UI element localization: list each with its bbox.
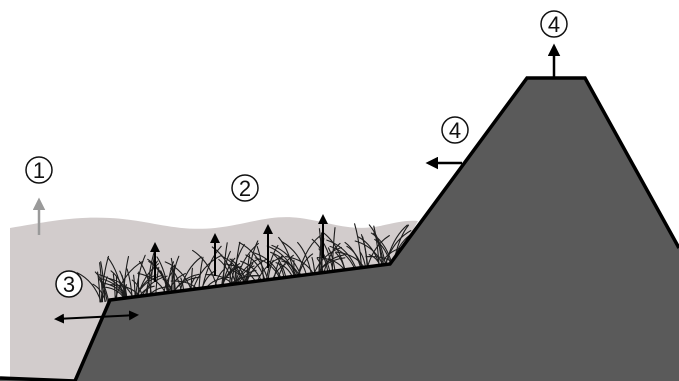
label-4-top-group: 4 [541,11,567,78]
label-2-text: 2 [239,176,251,201]
label-4-top-text: 4 [548,12,560,37]
label-4-slope-group: 4 [428,117,468,163]
label-3-text: 3 [63,272,75,297]
label-4-slope-text: 4 [449,118,461,143]
label-1-text: 1 [33,158,45,183]
